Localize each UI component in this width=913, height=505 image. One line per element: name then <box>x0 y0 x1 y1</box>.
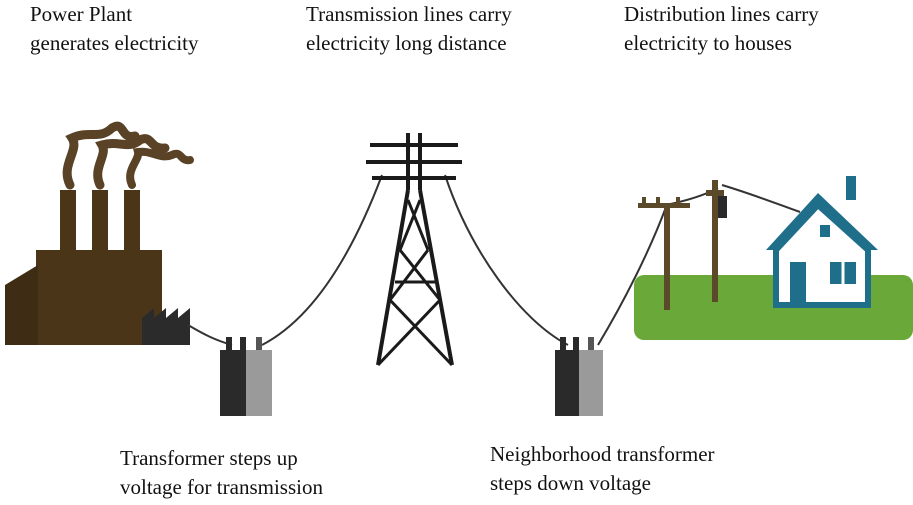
caption-distribution-lines: Distribution lines carry electricity to … <box>624 2 819 55</box>
house-door <box>790 262 806 305</box>
transmission-tower-icon <box>366 133 462 367</box>
smoke-plume-2 <box>93 134 170 190</box>
chimney-2 <box>92 190 108 260</box>
transformer-icon <box>555 337 603 416</box>
smoke-plume-3 <box>126 147 194 189</box>
house-body <box>773 200 871 308</box>
wire-transformer-to-pole <box>597 206 667 346</box>
house-roof <box>766 193 878 250</box>
small-factory <box>142 308 190 345</box>
transformer-down-dark <box>555 350 579 416</box>
house-icon <box>766 176 878 308</box>
house-window-2 <box>820 225 830 237</box>
chimney-1 <box>60 190 76 260</box>
wire-plant-to-transformer <box>187 324 233 346</box>
chimney-3 <box>124 190 140 260</box>
house-chimney <box>846 176 856 200</box>
plant-building <box>36 250 162 345</box>
caption-step-up-transformer: Transformer steps up voltage for transmi… <box>120 446 323 499</box>
wire-tower-to-transformer <box>444 174 569 346</box>
transformer-up-light <box>246 350 272 416</box>
caption-transmission-lines: Transmission lines carry electricity lon… <box>306 2 512 55</box>
plant-annex <box>5 265 38 345</box>
wire-pole-to-house <box>721 184 801 213</box>
transformer-up-dark <box>220 350 246 416</box>
smoke-plume-1 <box>62 121 140 190</box>
transformer-down-light <box>579 350 603 416</box>
caption-power-plant: Power Plant generates electricity <box>30 2 199 55</box>
caption-step-down-transformer: Neighborhood transformer steps down volt… <box>490 442 715 495</box>
factory-icon <box>5 121 194 345</box>
utility-pole-icon <box>638 180 727 310</box>
wire-transformer-to-tower <box>261 174 383 346</box>
transformer-icon <box>220 337 272 416</box>
